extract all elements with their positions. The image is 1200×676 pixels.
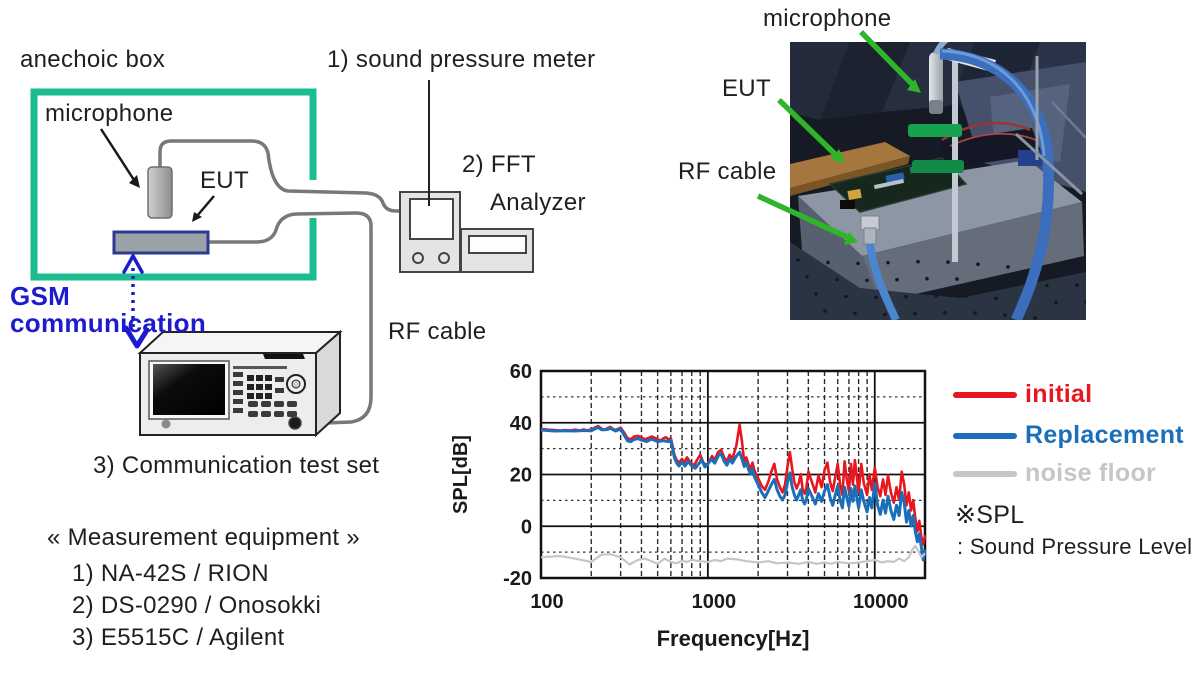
eut-label-arrow [192, 195, 215, 222]
series-noise-floor [540, 544, 926, 566]
equipment-title: « Measurement equipment » [47, 524, 361, 551]
gsm-communication-label: GSM communication [10, 283, 206, 337]
photo-optical-table [790, 242, 1086, 320]
microphone-cable [158, 139, 403, 213]
y-tick-label: 40 [510, 413, 532, 435]
series-initial [540, 423, 927, 546]
microphone-symbol [147, 166, 173, 219]
y-tick-label: -20 [503, 568, 532, 590]
sound-pressure-meter-label: 1) sound pressure meter [327, 46, 596, 73]
photo-foam-slab-front [862, 202, 1084, 302]
x-axis-title: Frequency[Hz] [657, 626, 810, 651]
test-set-rf-port [288, 416, 302, 430]
photo-stand-rod [952, 56, 958, 262]
legend-label: initial [1025, 380, 1093, 408]
anechoic-box-label: anechoic box [20, 46, 166, 73]
eut-symbol [112, 230, 210, 255]
fft-analyzer-symbol [460, 228, 534, 273]
legend-label: noise floor [1025, 459, 1157, 487]
photo-rf-cable-arrow [756, 193, 858, 245]
series-Replacement [540, 425, 927, 562]
y-axis-title: SPL[dB] [450, 435, 472, 514]
photo-microphone-label: microphone [763, 5, 892, 32]
gsm-label-line1: GSM [10, 281, 71, 311]
meter-knob [438, 252, 450, 264]
rf-cable-label: RF cable [388, 318, 487, 345]
legend-line-noise [953, 470, 1017, 477]
equipment-item: 3) E5515C / Agilent [72, 624, 285, 651]
photo-rf-cable-label: RF cable [678, 158, 777, 185]
gsm-label-line2: communication [10, 308, 207, 338]
eut-label: EUT [200, 167, 249, 194]
photo-rf-cable [866, 243, 900, 320]
test-set-buttons [233, 366, 297, 417]
rf-cable-line [206, 211, 373, 426]
legend-item-noise-floor: noise floor [953, 459, 1156, 488]
spl-note-definition: : Sound Pressure Level [957, 534, 1193, 559]
equipment-item: 2) DS-0290 / Onosokki [72, 592, 322, 619]
meter-screen [409, 198, 454, 240]
x-tick-label: 10000 [853, 591, 909, 613]
fft-analyzer-label-line1: 2) FFT [462, 151, 536, 178]
x-tick-label: 1000 [692, 591, 737, 613]
meter-knob [412, 252, 424, 264]
y-tick-label: 0 [521, 516, 532, 538]
comm-test-set-symbol [137, 329, 343, 438]
photo-microphone [929, 52, 943, 112]
equipment-item: 1) NA-42S / RION [72, 560, 269, 587]
photo-wood-plank [790, 142, 910, 188]
spl-note-ref: ※SPL [955, 501, 1025, 529]
legend-item-initial: initial [953, 380, 1092, 409]
setup-photo [790, 42, 1086, 320]
gsm-communication-arrow [122, 254, 150, 349]
photo-blue-cable [939, 48, 1055, 320]
optical-table-holes [796, 258, 1086, 320]
microphone-label-arrow [99, 128, 140, 188]
photo-clamp [912, 160, 964, 173]
x-tick-label: 100 [530, 591, 563, 613]
legend-line-initial [953, 391, 1017, 398]
fft-analyzer-label-line2: Analyzer [490, 189, 586, 216]
legend-label: Replacement [1025, 421, 1184, 449]
photo-eut-arrow [777, 98, 845, 163]
legend-line-replacement [953, 432, 1017, 439]
anechoic-box-outline [30, 88, 317, 281]
y-tick-label: 60 [510, 361, 532, 383]
y-tick-label: 20 [510, 465, 532, 487]
test-set-foot [161, 419, 171, 429]
photo-microphone-arrow [859, 30, 921, 93]
photo-clamp [908, 124, 962, 137]
photo-eut-label: EUT [722, 75, 771, 102]
comm-test-set-label: 3) Communication test set [93, 452, 380, 479]
legend-item-replacement: Replacement [953, 421, 1184, 450]
microphone-label: microphone [45, 100, 174, 127]
